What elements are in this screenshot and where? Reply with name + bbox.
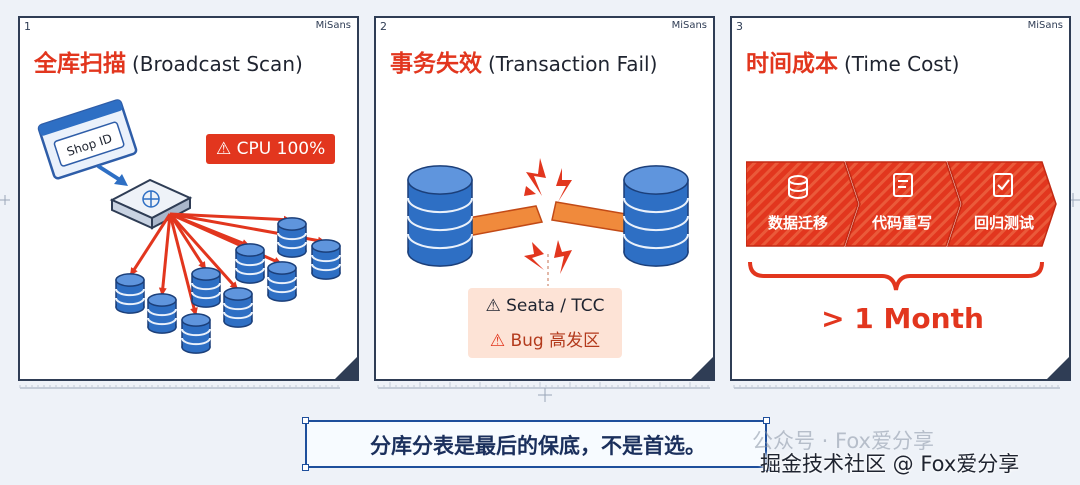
database-icon	[235, 243, 265, 284]
panel-number: 2	[380, 20, 387, 33]
shop-id-window-icon: Shop ID	[37, 99, 138, 180]
conclusion-box[interactable]: 分库分表是最后的保底，不是首选。	[302, 417, 770, 471]
step-data-migration: 数据迁移	[767, 214, 828, 232]
database-icon	[147, 293, 177, 334]
broadcast-scan-illustration: Shop ID	[37, 99, 341, 354]
step-regression-test: 回归测试	[973, 214, 1034, 232]
database-icon	[623, 165, 689, 267]
database-pair	[407, 165, 689, 267]
panel-title: 事务失效(Transaction Fail)	[390, 44, 657, 78]
database-icon	[407, 165, 473, 267]
resize-handle[interactable]	[763, 417, 770, 424]
total-duration: > 1 Month	[821, 302, 984, 335]
panel-title: 全库扫描(Broadcast Scan)	[34, 44, 303, 78]
code-rewrite-icon	[893, 173, 913, 197]
panel-broadcast-scan: 1 MiSans 全库扫描(Broadcast Scan) Shop ID ⚠ …	[18, 16, 359, 381]
watermark-wechat: 公众号 · Fox爱分享	[752, 429, 934, 453]
database-cluster	[115, 217, 341, 354]
brand-label: MiSans	[315, 20, 351, 31]
process-steps: 数据迁移 代码重写 回归测试	[745, 158, 1058, 250]
corner-mark	[335, 357, 357, 379]
title-en: (Transaction Fail)	[488, 52, 658, 76]
title-en: (Broadcast Scan)	[132, 52, 303, 76]
panel-transaction-fail: 2 MiSans 事务失效(Transaction Fail) ⚠ Seata …	[374, 16, 715, 381]
panel-title: 时间成本(Time Cost)	[746, 44, 959, 78]
warning-box: ⚠ Seata / TCC ⚠ Bug 高发区	[468, 288, 622, 358]
panel-time-cost: 3 MiSans 时间成本(Time Cost)	[730, 16, 1071, 381]
cpu-label: CPU 100%	[236, 139, 326, 159]
corner-mark	[1047, 357, 1069, 379]
pipe-left	[467, 205, 544, 237]
resize-handle[interactable]	[302, 464, 309, 471]
database-icon	[223, 287, 253, 328]
steps-chevrons	[745, 161, 1057, 247]
step-code-rewrite: 代码重写	[871, 214, 932, 232]
spark-icons	[524, 158, 572, 274]
warning-seata-label: Seata / TCC	[506, 296, 605, 316]
database-icon	[267, 261, 297, 302]
warning-seata: ⚠ Seata / TCC	[485, 296, 605, 316]
warning-bug-label: Bug 高发区	[510, 331, 601, 351]
warning-bug: ⚠ Bug 高发区	[489, 331, 601, 351]
title-en: (Time Cost)	[844, 52, 960, 76]
router-icon	[109, 178, 193, 230]
database-icon	[311, 239, 341, 280]
database-icon	[115, 273, 145, 314]
title-cn: 时间成本	[746, 51, 838, 77]
transaction-fail-illustration	[407, 158, 689, 286]
cpu-warning-badge: ⚠ CPU 100%	[206, 134, 336, 164]
pipe-right	[551, 201, 627, 233]
title-cn: 事务失效	[390, 51, 482, 77]
conclusion-text: 分库分表是最后的保底，不是首选。	[370, 434, 706, 458]
database-icon	[181, 313, 211, 354]
regression-test-icon	[993, 173, 1013, 197]
brand-label: MiSans	[1027, 20, 1063, 31]
database-icon	[277, 217, 307, 258]
database-migrate-icon	[788, 175, 808, 199]
brand-label: MiSans	[671, 20, 707, 31]
watermark-juejin: 掘金技术社区 @ Fox爱分享	[760, 452, 1020, 476]
panel-number: 1	[24, 20, 31, 33]
resize-handle[interactable]	[763, 464, 770, 471]
corner-mark	[691, 357, 713, 379]
panel-number: 3	[736, 20, 743, 33]
resize-handle[interactable]	[302, 417, 309, 424]
database-icon	[191, 267, 221, 308]
title-cn: 全库扫描	[34, 51, 126, 77]
